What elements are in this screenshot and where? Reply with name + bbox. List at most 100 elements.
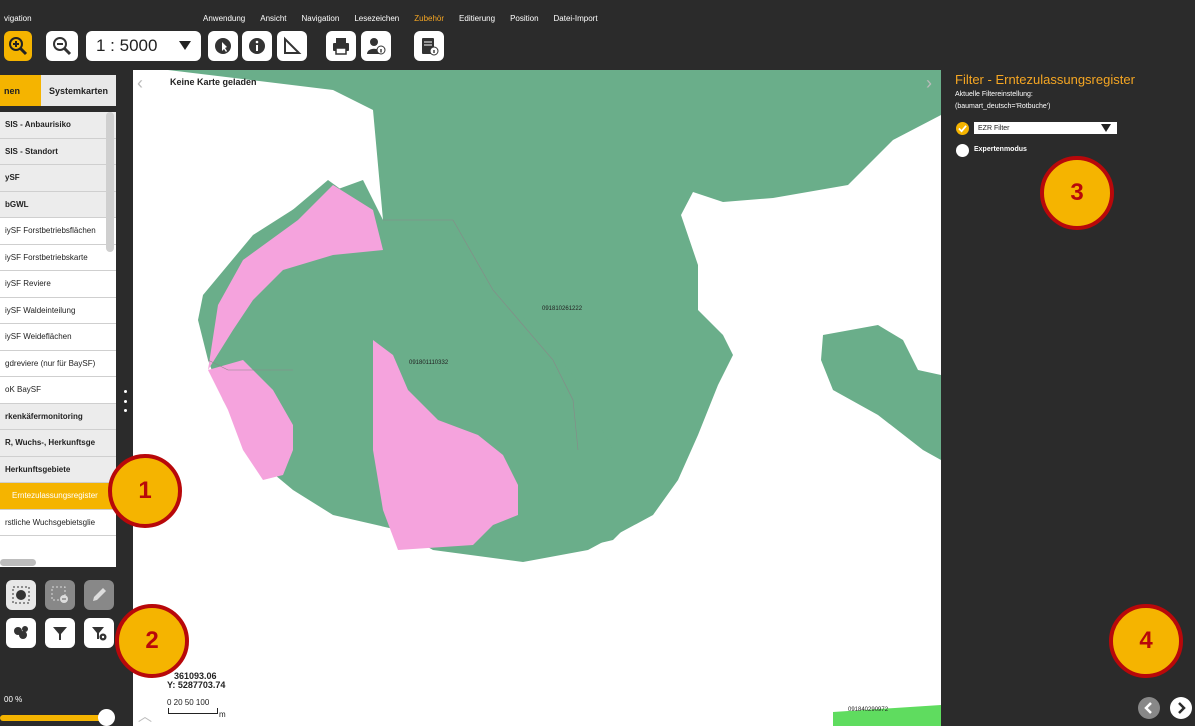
map-drawing (168, 70, 941, 726)
filter-select[interactable]: EZR Filter (974, 122, 1117, 134)
coordinate-readout: 361093.06 Y: 5287703.74 (167, 672, 225, 690)
scale-select[interactable]: 1 : 5000 (86, 31, 201, 61)
layer-item[interactable]: iySF Forstbetriebskarte (0, 244, 116, 271)
layer-item[interactable]: iySF Reviere (0, 271, 116, 298)
current-filter-label: Aktuelle Filtereinstellung: (955, 91, 1033, 98)
user-info-button[interactable] (361, 31, 391, 61)
filter-panel-title: Filter - Erntezulassungsregister (955, 72, 1135, 87)
layer-item[interactable]: R, Wuchs-, Herkunftsge (0, 430, 116, 457)
menu-anwendung[interactable]: Anwendung (203, 14, 246, 23)
filter-button[interactable] (45, 618, 75, 648)
layer-item[interactable]: iySF Waldeinteilung (0, 297, 116, 324)
main-menu: Anwendung Ansicht Navigation Lesezeichen… (203, 14, 613, 23)
filter-select-value: EZR Filter (978, 124, 1010, 132)
parcel-pink-middle (373, 340, 518, 550)
info-button[interactable] (242, 31, 272, 61)
layer-item[interactable]: iySF Forstbetriebsflächen (0, 218, 116, 245)
parcel-green-right (821, 325, 941, 460)
document-info-button[interactable] (414, 31, 444, 61)
filter-icon (53, 627, 67, 640)
layer-item[interactable]: oK BaySF (0, 377, 116, 404)
left-panel-splitter[interactable] (124, 390, 128, 412)
expert-mode-radio[interactable] (956, 144, 969, 157)
parcel-label: 091810261222 (542, 306, 583, 312)
menu-navigation-label[interactable]: vigation (4, 14, 32, 23)
layer-item[interactable]: rkenkäfermonitoring (0, 403, 116, 430)
previous-button[interactable] (1138, 697, 1160, 719)
check-icon (958, 125, 967, 133)
chevron-left-icon[interactable]: ‹ (137, 73, 143, 93)
chevron-down-icon (179, 41, 191, 50)
layer-list-scrollbar[interactable] (106, 112, 114, 252)
menu-position[interactable]: Position (510, 14, 539, 23)
parcel-bright-green (833, 705, 941, 726)
menu-editierung[interactable]: Editierung (459, 14, 496, 23)
parcel-green-main (168, 70, 941, 562)
layer-item[interactable]: iySF Weideflächen (0, 324, 116, 351)
measure-button[interactable] (277, 31, 307, 61)
document-info-icon (422, 38, 439, 56)
tab-themen[interactable]: nen (0, 75, 41, 106)
parcel-pink-top (208, 185, 383, 370)
chevron-right-icon[interactable]: › (926, 73, 932, 93)
scalebar-ticks: 0 20 50 100 (167, 698, 210, 707)
layer-tabs: nen Systemkarten (0, 75, 116, 106)
layer-item[interactable]: Herkunftsgebiete (0, 456, 116, 483)
callout-badge-3: 3 (1040, 156, 1114, 230)
select-remove-button[interactable] (45, 580, 75, 610)
zoom-in-icon (9, 37, 28, 56)
print-button[interactable] (326, 31, 356, 61)
layer-item[interactable]: ySF (0, 165, 116, 192)
callout-badge-1: 1 (108, 454, 182, 528)
map-canvas[interactable]: Keine Karte geladen ‹ › ︿ 091810261222 0… (133, 70, 941, 726)
parcel-label: 091801110332 (409, 360, 449, 366)
arrow-right-icon (1178, 702, 1186, 714)
zoom-out-button[interactable] (46, 31, 78, 61)
filter-enabled-checkbox[interactable] (956, 122, 969, 135)
chevron-down-icon (1101, 124, 1111, 132)
layer-item[interactable]: rstliche Wuchsgebietsglie (0, 509, 116, 536)
globe-select-button[interactable] (6, 580, 36, 610)
edit-button[interactable] (84, 580, 114, 610)
layer-item[interactable]: bGWL (0, 191, 116, 218)
next-button[interactable] (1170, 697, 1192, 719)
layers-button[interactable] (6, 618, 36, 648)
current-filter-value: (baumart_deutsch='Rotbuche') (955, 103, 1051, 110)
coord-x: 361093.06 (174, 671, 217, 681)
menu-navigation[interactable]: Navigation (301, 14, 340, 23)
layer-item[interactable]: Erntezulassungsregister (0, 483, 116, 510)
arrow-left-icon (1144, 702, 1152, 714)
print-icon (333, 38, 349, 55)
parcel-green-left (203, 180, 643, 560)
parcel-pink-left (208, 360, 293, 480)
layer-item[interactable]: SIS - Standort (0, 138, 116, 165)
globe-select-icon (12, 586, 30, 604)
opacity-label: 00 % (4, 695, 23, 704)
info-icon (249, 38, 265, 54)
opacity-slider[interactable] (0, 715, 108, 721)
top-bar: vigation Anwendung Ansicht Navigation Le… (0, 0, 1195, 70)
menu-datei-import[interactable]: Datei-Import (553, 14, 598, 23)
layer-item[interactable]: gdreviere (nur für BaySF) (0, 350, 116, 377)
scalebar (168, 708, 218, 714)
opacity-slider-thumb[interactable] (98, 709, 115, 726)
callout-badge-2: 2 (115, 604, 189, 678)
layer-list-hscrollbar[interactable] (0, 559, 36, 566)
measure-icon (284, 36, 302, 54)
map-status-title: Keine Karte geladen (170, 77, 257, 87)
chevron-up-icon[interactable]: ︿ (138, 708, 152, 724)
tab-systemkarten[interactable]: Systemkarten (41, 75, 116, 106)
zoom-in-button[interactable] (4, 31, 32, 61)
pencil-icon (93, 588, 106, 601)
menu-lesezeichen[interactable]: Lesezeichen (354, 14, 400, 23)
layer-item[interactable]: SIS - Anbaurisiko (0, 112, 116, 139)
menu-ansicht[interactable]: Ansicht (260, 14, 287, 23)
scale-value: 1 : 5000 (96, 36, 158, 55)
info-cursor-button[interactable] (208, 31, 238, 61)
select-remove-icon (51, 586, 68, 603)
menu-zubehoer[interactable]: Zubehör (414, 14, 445, 23)
filter-settings-button[interactable] (84, 618, 114, 648)
